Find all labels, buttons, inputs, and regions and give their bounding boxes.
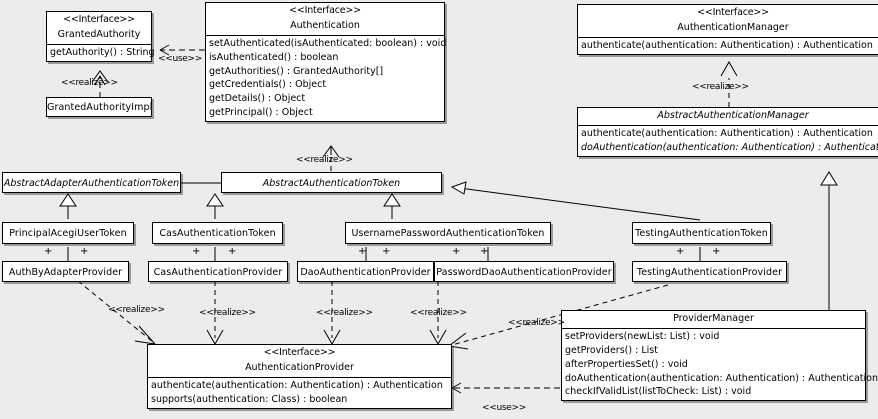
class-name-label: PrincipalAcegiUserToken [9, 228, 127, 239]
operations-compartment: authenticate(authentication: Authenticat… [578, 124, 878, 156]
class-name-label: TestingAuthenticationProvider [636, 267, 783, 278]
operation-row: getDetails() : Object [209, 93, 306, 105]
operations-compartment: authenticate(authentication: Authenticat… [148, 376, 451, 408]
operation-row: getAuthority() : String [50, 46, 155, 58]
association-marker: + [382, 246, 391, 257]
operation-row: authenticate(authentication: Authenticat… [581, 39, 873, 51]
association-marker: + [712, 246, 721, 257]
class-authentication-provider[interactable]: <<Interface>> AuthenticationProvider aut… [147, 344, 452, 409]
association-marker: + [192, 246, 201, 257]
stereotype-label: <<Interface>> [63, 14, 135, 25]
class-name-label: GrantedAuthorityImpl [47, 102, 153, 113]
operation-row: authenticate(authentication: Authenticat… [581, 127, 873, 139]
class-header: ProviderManager [562, 311, 865, 328]
relationship-label-realize-dao-provider: <<realize>> [316, 308, 373, 318]
class-testing-authentication-provider[interactable]: TestingAuthenticationProvider [632, 261, 787, 282]
association-marker: + [228, 246, 237, 257]
class-password-dao-authentication-provider[interactable]: PasswordDaoAuthenticationProvider [434, 261, 614, 282]
relationship-label-use-granted-authority: <<use>> [158, 54, 202, 64]
class-name-label: DaoAuthenticationProvider [300, 267, 431, 278]
class-name-label: AuthenticationProvider [245, 361, 354, 373]
operation-row: getCredentials() : Object [209, 79, 327, 91]
relationship-label-realize-cas-provider: <<realize>> [199, 308, 256, 318]
class-username-password-authentication-token[interactable]: UsernamePasswordAuthenticationToken [345, 222, 551, 244]
association-marker: + [44, 246, 53, 257]
class-principal-acegi-user-token[interactable]: PrincipalAcegiUserToken [2, 222, 134, 244]
operation-row: getPrincipal() : Object [209, 107, 313, 119]
stereotype-label: <<Interface>> [289, 5, 361, 16]
class-granted-authority[interactable]: <<Interface>> GrantedAuthority getAuthor… [46, 11, 155, 62]
operations-compartment: authenticate(authentication: Authenticat… [578, 36, 878, 54]
operations-compartment: setProviders(newList: List) : void getPr… [562, 327, 878, 400]
association-marker: + [452, 246, 461, 257]
operations-compartment: setAuthenticated(isAuthenticated: boolea… [206, 34, 447, 121]
class-cas-authentication-provider[interactable]: CasAuthenticationProvider [148, 261, 288, 282]
class-cas-authentication-token[interactable]: CasAuthenticationToken [152, 222, 283, 244]
relationship-label-realize-auth-by-adapter: <<realize>> [108, 305, 165, 315]
relationship-label-realize-abstract-authentication-manager: <<realize>> [692, 82, 749, 92]
association-marker: + [80, 246, 89, 257]
class-testing-authentication-token[interactable]: TestingAuthenticationToken [632, 222, 771, 244]
class-provider-manager[interactable]: ProviderManager setProviders(newList: Li… [561, 310, 878, 402]
association-marker: + [480, 246, 489, 257]
class-abstract-authentication-manager[interactable]: AbstractAuthenticationManager authentica… [577, 107, 878, 157]
class-name-label: PasswordDaoAuthenticationProvider [436, 267, 612, 278]
operation-row: supports(authentication: Class) : boolea… [151, 393, 348, 405]
class-abstract-adapter-authentication-token[interactable]: AbstractAdapterAuthenticationToken [2, 172, 181, 193]
operation-row: afterPropertiesSet() : void [565, 358, 688, 370]
operation-row: doAuthentication(authentication: Authent… [565, 372, 878, 384]
operations-compartment: getAuthority() : String [47, 43, 155, 61]
class-name-label: CasAuthenticationToken [159, 228, 276, 239]
relationship-label-realize-testing-provider: <<realize>> [508, 318, 565, 328]
class-name-label: Authentication [290, 19, 360, 31]
class-name-label: AbstractAdapterAuthenticationToken [3, 178, 180, 189]
class-name-label: GrantedAuthority [57, 28, 141, 40]
class-header: <<Interface>> AuthenticationManager [578, 5, 878, 37]
association-marker: + [358, 246, 367, 257]
class-name-label: AbstractAuthenticationManager [657, 110, 809, 121]
class-header: <<Interface>> Authentication [206, 3, 444, 35]
class-name-label: TestingAuthenticationToken [635, 228, 768, 239]
operation-row: doAuthentication(authentication: Authent… [581, 141, 878, 153]
class-name-label: AuthenticationManager [677, 21, 789, 33]
class-granted-authority-impl[interactable]: GrantedAuthorityImpl [46, 97, 152, 117]
stereotype-label: <<Interface>> [263, 347, 336, 358]
operation-row: checkIfValidList(listToCheck: List) : vo… [565, 386, 752, 398]
class-abstract-authentication-token[interactable]: AbstractAuthenticationToken [221, 172, 442, 193]
relationship-label-realize-granted-authority-impl: <<realize>> [61, 78, 118, 88]
operation-row: setProviders(newList: List) : void [565, 330, 720, 342]
relationship-label-realize-abstract-authentication-token: <<realize>> [296, 155, 353, 165]
class-authentication[interactable]: <<Interface>> Authentication setAuthenti… [205, 2, 447, 122]
operation-row: setAuthenticated(isAuthenticated: boolea… [209, 37, 447, 49]
class-name-label: AuthByAdapterProvider [8, 267, 123, 278]
class-name-label: ProviderManager [673, 313, 754, 324]
operation-row: isAuthenticated() : boolean [209, 51, 339, 63]
class-authentication-manager[interactable]: <<Interface>> AuthenticationManager auth… [577, 4, 878, 55]
class-auth-by-adapter-provider[interactable]: AuthByAdapterProvider [2, 261, 129, 282]
relationship-label-use-provider-manager: <<use>> [482, 403, 526, 413]
class-name-label: UsernamePasswordAuthenticationToken [351, 228, 545, 239]
association-marker: + [676, 246, 685, 257]
stereotype-label: <<Interface>> [697, 7, 769, 18]
class-name-label: CasAuthenticationProvider [153, 267, 283, 278]
class-header: <<Interface>> AuthenticationProvider [148, 345, 451, 377]
operation-row: getAuthorities() : GrantedAuthority[] [209, 65, 384, 77]
operation-row: getProviders() : List [565, 344, 658, 356]
class-header: <<Interface>> GrantedAuthority [47, 12, 151, 44]
class-header: AbstractAuthenticationManager [578, 108, 878, 125]
relationship-label-realize-password-dao-provider: <<realize>> [410, 308, 467, 318]
class-dao-authentication-provider[interactable]: DaoAuthenticationProvider [297, 261, 434, 282]
class-name-label: AbstractAuthenticationToken [262, 178, 401, 189]
operation-row: authenticate(authentication: Authenticat… [151, 379, 443, 391]
